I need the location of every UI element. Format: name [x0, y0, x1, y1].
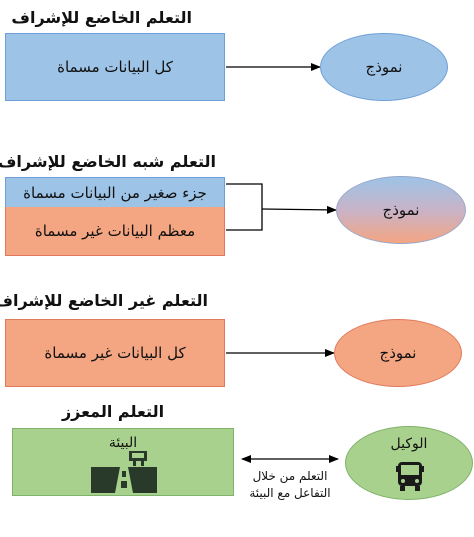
semi-bracket — [226, 183, 263, 231]
unsupervised-model: نموذج — [334, 319, 462, 387]
semi-unlabeled-box: معظم البيانات غير مسماة — [5, 207, 225, 256]
interaction-note: التعلم من خلال التفاعل مع البيئة — [240, 468, 340, 502]
interaction-note-line1: التعلم من خلال — [252, 469, 328, 483]
unsupervised-data-box: كل البيانات غير مسماة — [5, 319, 225, 387]
supervised-data-box: كل البيانات مسماة — [5, 33, 225, 101]
semi-arrow — [261, 205, 337, 214]
environment-label: البيئة — [108, 435, 138, 451]
unsupervised-title: التعلم غير الخاضع للإشراف — [0, 291, 208, 310]
agent-ellipse: الوكيل — [345, 426, 473, 500]
supervised-model: نموذج — [320, 33, 448, 101]
semi-supervised-model: نموذج — [336, 176, 466, 244]
semi-supervised-title: التعلم شبه الخاضع للإشراف — [0, 152, 216, 171]
environment-box: البيئة — [12, 428, 234, 496]
bus-icon — [396, 462, 424, 491]
semi-labeled-box: جزء صغير من البيانات مسماة — [5, 177, 225, 207]
road-icon — [91, 451, 157, 493]
agent-label: الوكيل — [390, 436, 428, 452]
reinforcement-title: التعلم المعزز — [61, 402, 165, 421]
interaction-note-line2: التفاعل مع البيئة — [249, 486, 331, 500]
supervised-title: التعلم الخاضع للإشراف — [11, 8, 192, 27]
